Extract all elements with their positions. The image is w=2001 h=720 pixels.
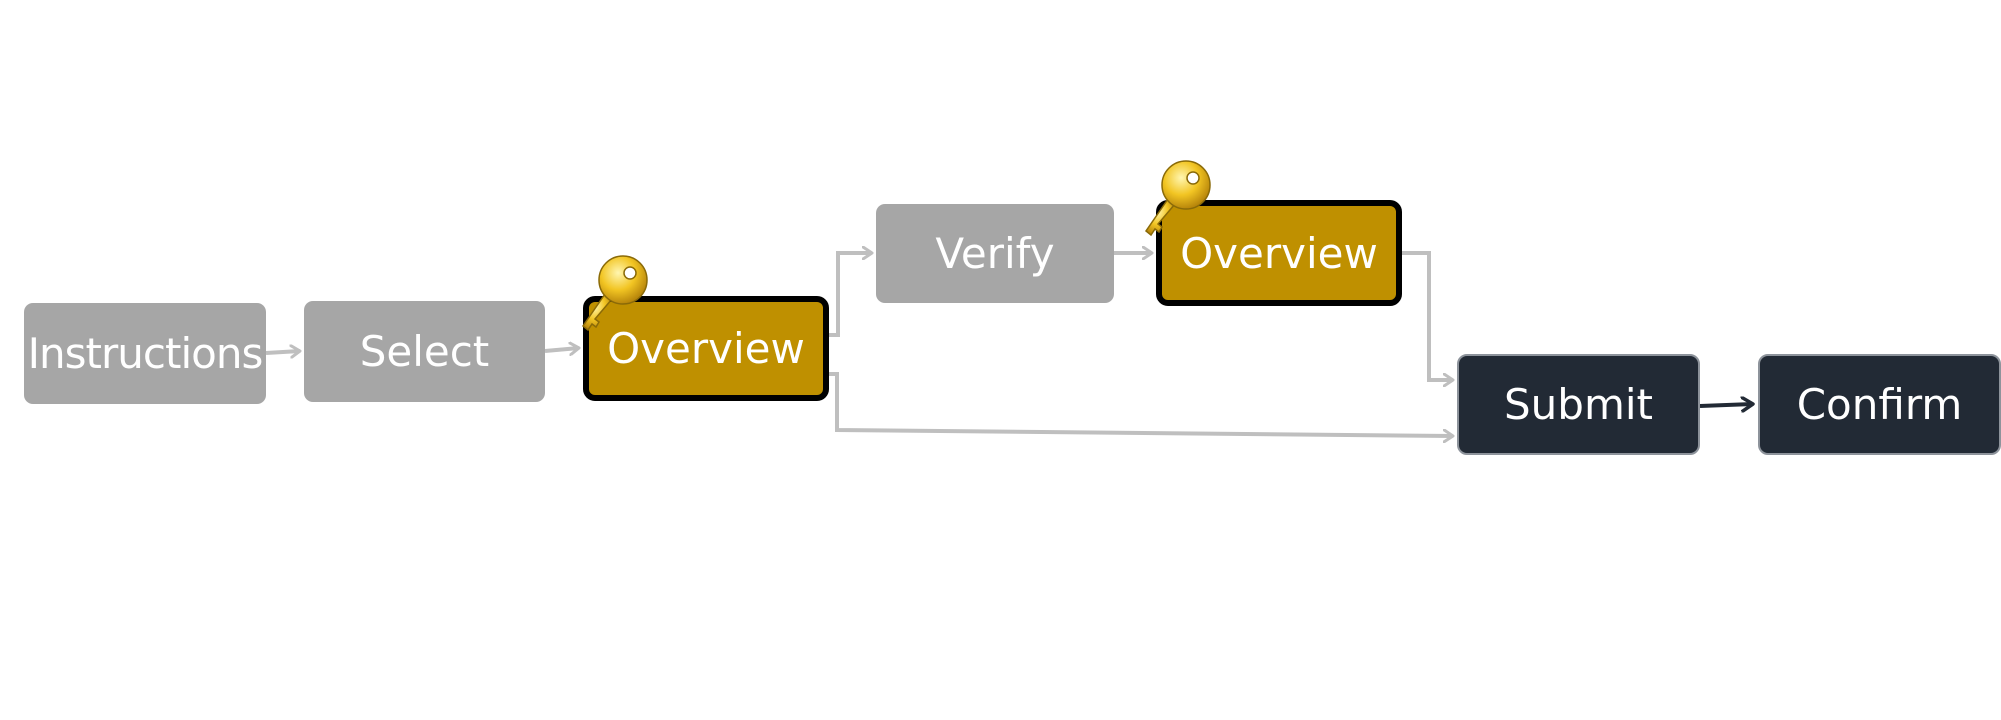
key-icon [581, 255, 648, 332]
edge-overview1-verify [829, 253, 872, 337]
edge-submit-confirm [1699, 404, 1753, 406]
step-submit[interactable]: Submit [1457, 354, 1700, 455]
step-overview-1[interactable]: Overview [583, 296, 829, 401]
step-select[interactable]: Select [304, 301, 545, 402]
edge-overview2-submit [1402, 251, 1453, 380]
edge-instructions-select [265, 351, 300, 353]
step-confirm[interactable]: Confirm [1758, 354, 2001, 455]
step-instructions[interactable]: Instructions [24, 303, 266, 404]
key-icon [1144, 160, 1211, 237]
edge-select-overview1 [544, 348, 579, 351]
edge-overview1-submit [829, 372, 1453, 436]
step-verify[interactable]: Verify [876, 204, 1114, 303]
step-overview-2[interactable]: Overview [1156, 200, 1402, 306]
